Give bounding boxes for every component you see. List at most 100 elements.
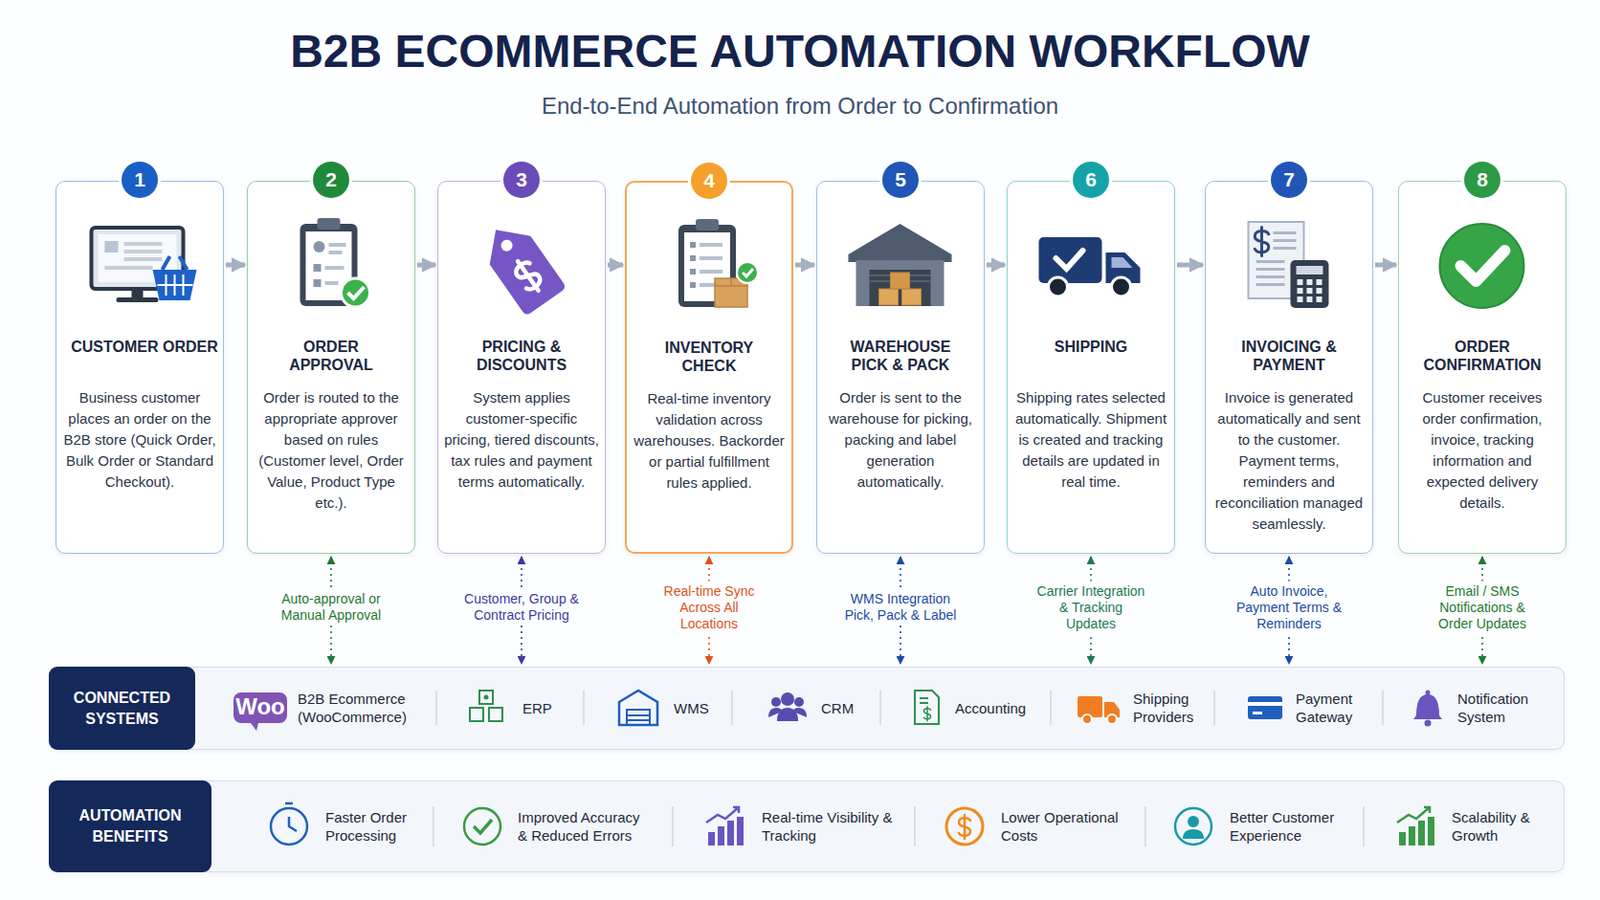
step-number: 1 — [121, 161, 158, 199]
integration-callout: Carrier Integration & Tracking Updates — [1029, 581, 1153, 635]
icon-shape — [475, 215, 567, 316]
icon-shape — [699, 256, 723, 261]
icon-shape — [473, 820, 492, 834]
step-heading: WAREHOUSE PICK & PACK — [841, 337, 961, 377]
bell-icon — [1413, 690, 1443, 728]
step-icon — [247, 181, 417, 335]
dollar-glyph — [1254, 227, 1268, 257]
icon-shape — [157, 274, 194, 296]
flow-arrow — [1375, 263, 1397, 268]
crm-icon — [768, 692, 807, 722]
title: B2B ECOMMERCE AUTOMATION WORKFLOW — [0, 24, 1600, 79]
icon-shape — [105, 266, 154, 270]
subtitle: End-to-End Automation from Order to Conf… — [0, 91, 1600, 121]
icon-shape — [1256, 275, 1286, 279]
icon-shape — [317, 218, 341, 230]
icon-shape — [1111, 277, 1132, 297]
icon-shape — [780, 692, 795, 707]
icon-shape — [717, 826, 725, 846]
system-name: B2B Ecommerce (WooCommerce) — [297, 689, 418, 727]
system-name: Notification System — [1457, 689, 1549, 727]
icon-shape — [1307, 296, 1313, 303]
integration-callout: Customer, Group & Contract Pricing — [460, 589, 583, 626]
flow-arrow — [795, 263, 815, 268]
icon-shape — [488, 708, 503, 722]
icon-shape — [1107, 714, 1117, 725]
icon-shape — [708, 832, 715, 846]
icon-shape — [1247, 696, 1283, 720]
icon-shape — [695, 219, 719, 231]
shipping-icon — [1077, 696, 1120, 725]
icon-shape — [946, 808, 983, 845]
icon-shape — [116, 297, 159, 303]
step-number: 8 — [1464, 161, 1501, 199]
step-card: 6SHIPPINGShipping rates selected automat… — [1006, 180, 1176, 555]
icon-shape — [914, 690, 939, 725]
step-description: Business customer places an order on the… — [62, 387, 218, 493]
coin-icon — [946, 808, 983, 845]
icon-shape — [1418, 821, 1425, 846]
step-icon — [1205, 181, 1375, 335]
system-name: ERP — [522, 699, 571, 718]
icon-shape — [105, 241, 119, 253]
flow-arrow — [225, 263, 245, 268]
icon-shape — [619, 690, 658, 726]
separator — [913, 806, 916, 847]
icon-shape — [1273, 239, 1297, 243]
icon-shape — [742, 268, 754, 277]
icon-shape — [1307, 288, 1313, 294]
icon-shape — [124, 249, 163, 254]
integration-callout: WMS Integration Pick, Pack & Label — [839, 589, 962, 626]
integration-callout: Auto Invoice, Payment Terms & Reminders — [1227, 581, 1351, 635]
step-icon — [1399, 181, 1568, 335]
icon-shape — [699, 243, 723, 247]
icon-shape — [1425, 690, 1431, 696]
woo-logo — [233, 692, 288, 724]
icon-shape — [313, 241, 326, 253]
step-icon-group — [1248, 222, 1330, 309]
icon-shape — [162, 256, 188, 270]
integration-callout: Email / SMS Notifications & Order Update… — [1421, 581, 1544, 635]
icon-shape — [1297, 279, 1304, 286]
step-card: 7INVOICING & PAYMENTInvoice is generated… — [1204, 180, 1374, 555]
tag-icon — [475, 215, 567, 316]
icon-shape — [1056, 250, 1084, 269]
icon-shape — [919, 698, 929, 704]
icon-shape — [124, 242, 163, 246]
icon-shape — [270, 808, 308, 845]
icon-shape — [626, 710, 650, 726]
icon-shape — [794, 697, 804, 708]
icon-shape — [348, 287, 365, 299]
icon-shape — [1256, 267, 1286, 271]
flow-arrow — [417, 263, 436, 268]
step-card: 1CUSTOMER ORDERBusiness customer places … — [55, 180, 224, 555]
system-name: Shipping Providers — [1133, 689, 1205, 727]
separator — [671, 806, 674, 847]
separator — [731, 690, 734, 726]
icon-shape — [706, 807, 739, 823]
icon-shape — [329, 243, 347, 247]
icon-shape — [1077, 696, 1103, 718]
step-icon — [817, 181, 986, 335]
icon-shape — [1424, 720, 1432, 728]
step-card: 5WAREHOUSE PICK & PACKOrder is sent to t… — [816, 180, 985, 555]
step-icon — [1007, 181, 1177, 335]
icon-shape — [1273, 246, 1297, 250]
step-icon-group — [1440, 223, 1525, 309]
step-heading: PRICING & DISCOUNTS — [459, 337, 584, 377]
step-heading: ORDER APPROVAL — [273, 337, 389, 377]
icon-shape — [777, 708, 799, 722]
step-icon-group — [300, 218, 371, 308]
step-number: 4 — [690, 162, 728, 200]
checkc-icon — [464, 808, 501, 845]
icon-shape — [1256, 283, 1286, 287]
icon-shape — [153, 269, 198, 301]
system-name: Payment Gateway — [1295, 689, 1368, 727]
icon-shape — [689, 268, 696, 275]
separator — [582, 690, 585, 726]
icon-shape — [902, 288, 922, 306]
icon-shape — [727, 821, 734, 846]
icon-shape — [1297, 296, 1304, 303]
icon-shape — [1175, 808, 1212, 845]
step-number: 6 — [1072, 161, 1110, 199]
